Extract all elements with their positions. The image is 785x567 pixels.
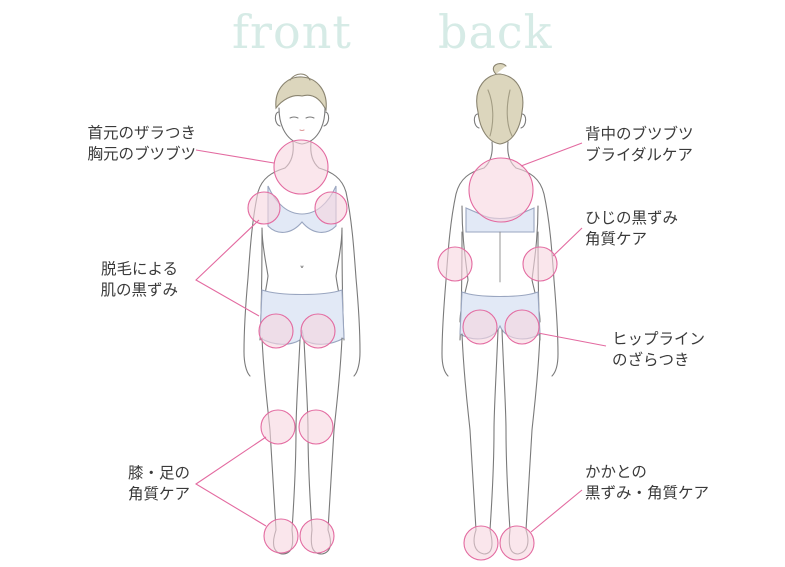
circle-front-right-knee (298, 409, 334, 445)
circle-front-right-groin (300, 313, 336, 349)
label-knee-foot: 膝・足の 角質ケア (127, 464, 190, 503)
circle-back-left-hip (462, 309, 498, 345)
label-elbow: ひじの黒ずみ 角質ケア (585, 209, 679, 248)
leader-knee-foot (194, 436, 267, 527)
heading-front: front (232, 5, 352, 59)
circle-back-left-heel (463, 525, 499, 561)
back-hair (476, 73, 524, 145)
leader-elbow (552, 227, 583, 257)
back-figure (441, 63, 559, 555)
circle-front-neck (273, 139, 329, 195)
circle-back-left-elbow (437, 246, 473, 282)
circle-front-left-underarm (247, 191, 281, 225)
circle-front-right-foot (299, 518, 335, 554)
label-underarm: 脱毛による 肌の黒ずみ (100, 260, 178, 299)
leader-hip (537, 332, 607, 347)
circle-front-left-knee (260, 409, 296, 445)
leader-underarm (195, 219, 260, 317)
label-neck: 首元のザラつき 胸元のブツブツ (87, 124, 196, 163)
circle-front-left-foot (263, 518, 299, 554)
front-hair (275, 76, 327, 112)
label-hip: ヒップライン のざらつき (612, 330, 706, 369)
leader-neck (195, 149, 275, 164)
leader-back (520, 142, 583, 167)
circle-back-right-elbow (522, 246, 558, 282)
front-bra (267, 185, 337, 233)
circle-front-right-underarm (314, 191, 348, 225)
circle-back-right-heel (499, 525, 535, 561)
heading-back: back (438, 5, 553, 59)
label-heel: かかとの 黒ずみ・角質ケア (585, 463, 710, 502)
circle-front-left-groin (258, 313, 294, 349)
circle-back-right-hip (504, 309, 540, 345)
circle-back-upper (468, 157, 534, 223)
leader-heel (530, 489, 583, 533)
label-back: 背中のブツブツ ブライダルケア (585, 125, 694, 164)
